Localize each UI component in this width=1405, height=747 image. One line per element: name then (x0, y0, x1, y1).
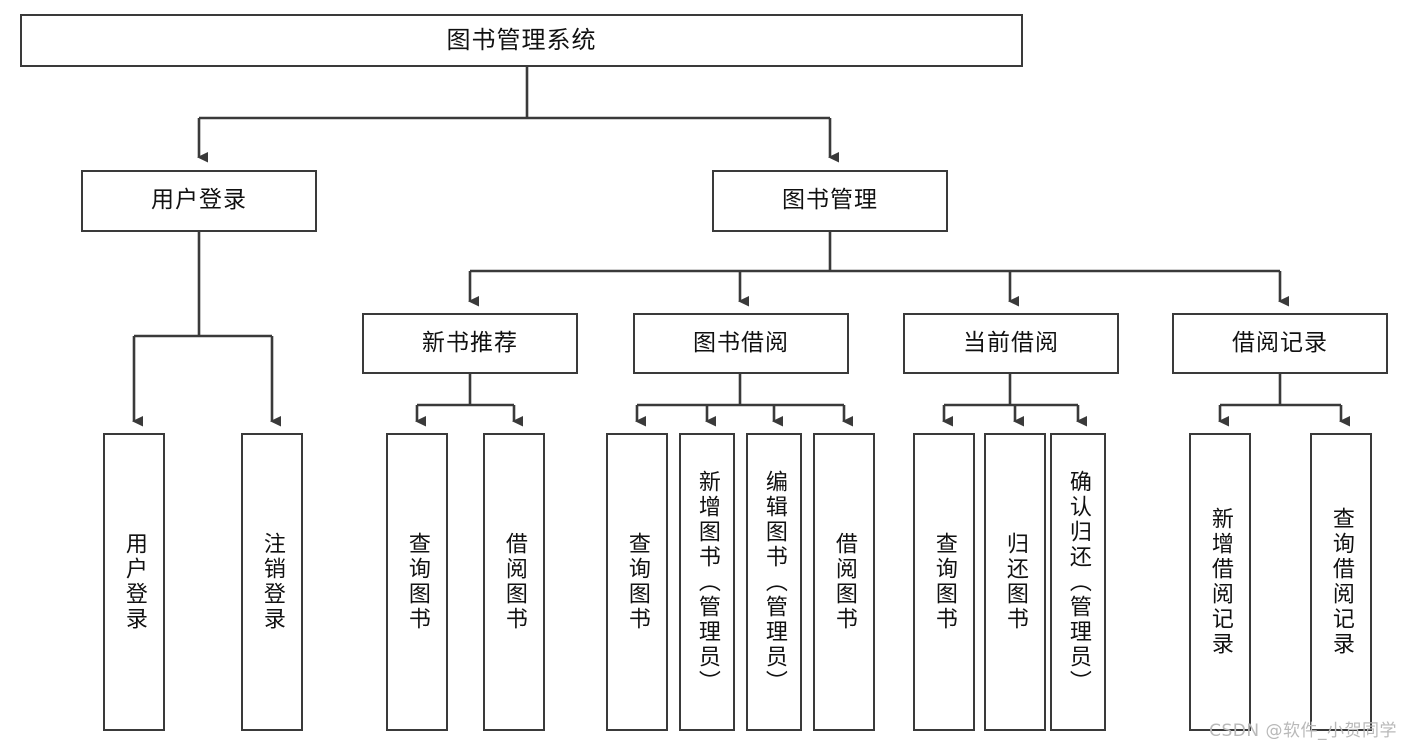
node-leaf-borrow-book-2[interactable]: 借阅图书 (813, 433, 875, 731)
node-leaf-logout[interactable]: 注销登录 (241, 433, 303, 731)
node-leaf-add-book-admin-label: 新增图书（管理员） (694, 469, 720, 695)
node-current-borrow-label: 当前借阅 (963, 329, 1059, 356)
node-book-borrow-label: 图书借阅 (693, 329, 789, 356)
node-leaf-borrow-book-1-label: 借阅图书 (501, 532, 527, 632)
node-leaf-query-book-1[interactable]: 查询图书 (386, 433, 448, 731)
node-leaf-borrow-book-1[interactable]: 借阅图书 (483, 433, 545, 731)
node-leaf-return-book-label: 归还图书 (1002, 532, 1028, 632)
node-leaf-user-login[interactable]: 用户登录 (103, 433, 165, 731)
node-leaf-confirm-return-admin[interactable]: 确认归还（管理员） (1050, 433, 1106, 731)
node-leaf-logout-label: 注销登录 (259, 532, 285, 632)
node-leaf-query-book-2-label: 查询图书 (624, 532, 650, 632)
node-book-manage-label: 图书管理 (782, 187, 878, 214)
node-leaf-edit-book-admin-label: 编辑图书（管理员） (761, 469, 787, 695)
node-leaf-query-book-1-label: 查询图书 (404, 532, 430, 632)
node-leaf-add-book-admin[interactable]: 新增图书（管理员） (679, 433, 735, 731)
node-leaf-confirm-return-admin-label: 确认归还（管理员） (1065, 469, 1091, 695)
node-leaf-query-borrow-record[interactable]: 查询借阅记录 (1310, 433, 1372, 731)
node-leaf-return-book[interactable]: 归还图书 (984, 433, 1046, 731)
node-borrow-record[interactable]: 借阅记录 (1172, 313, 1388, 374)
node-book-borrow[interactable]: 图书借阅 (633, 313, 849, 374)
node-user-login-label: 用户登录 (151, 187, 247, 214)
node-leaf-query-book-3[interactable]: 查询图书 (913, 433, 975, 731)
node-new-book-recommend[interactable]: 新书推荐 (362, 313, 578, 374)
node-root-label: 图书管理系统 (446, 26, 597, 55)
node-current-borrow[interactable]: 当前借阅 (903, 313, 1119, 374)
node-leaf-query-borrow-record-label: 查询借阅记录 (1328, 507, 1354, 657)
node-book-manage[interactable]: 图书管理 (712, 170, 948, 232)
node-borrow-record-label: 借阅记录 (1232, 329, 1328, 356)
watermark: CSDN @软件_小贺同学 (1209, 721, 1397, 741)
node-leaf-add-borrow-record[interactable]: 新增借阅记录 (1189, 433, 1251, 731)
node-leaf-edit-book-admin[interactable]: 编辑图书（管理员） (746, 433, 802, 731)
node-root[interactable]: 图书管理系统 (20, 14, 1023, 67)
node-leaf-query-book-3-label: 查询图书 (931, 532, 957, 632)
node-leaf-query-book-2[interactable]: 查询图书 (606, 433, 668, 731)
node-leaf-add-borrow-record-label: 新增借阅记录 (1207, 507, 1233, 657)
node-leaf-borrow-book-2-label: 借阅图书 (831, 532, 857, 632)
node-user-login[interactable]: 用户登录 (81, 170, 317, 232)
node-new-book-recommend-label: 新书推荐 (422, 329, 518, 356)
node-leaf-user-login-label: 用户登录 (121, 532, 147, 632)
